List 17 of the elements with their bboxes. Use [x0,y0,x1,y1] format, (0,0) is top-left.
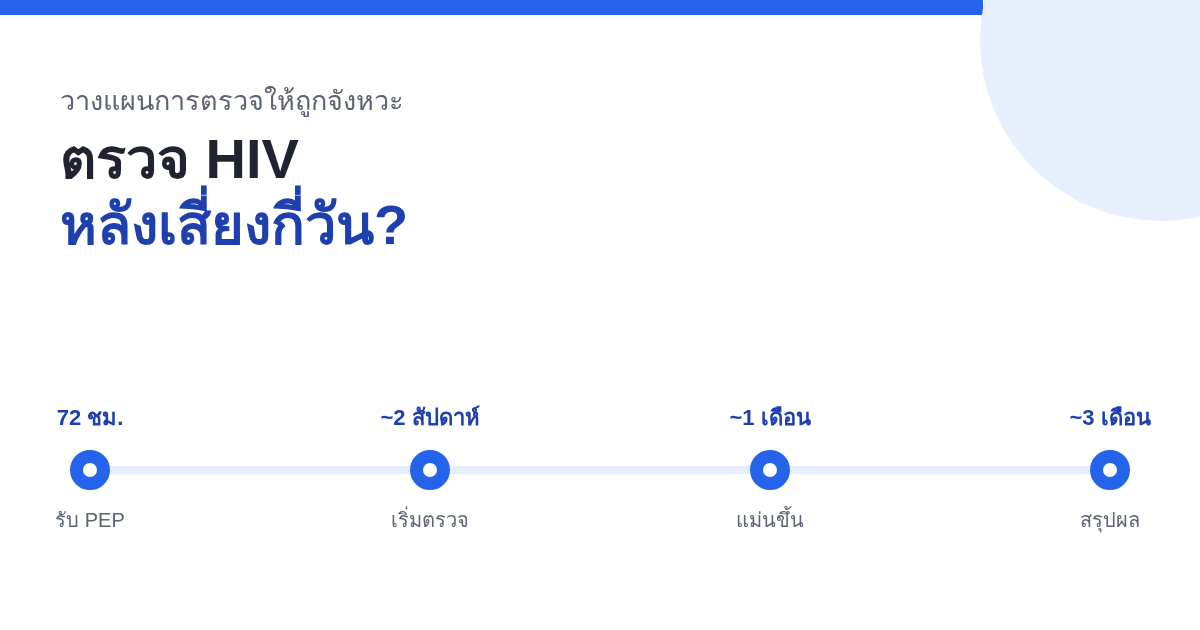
duration-label: ~1 เดือน [729,404,811,432]
duration-label: 72 ชม. [56,404,124,432]
step-label: เริ่มตรวจ [391,507,469,533]
step-label: รับ PEP [55,508,125,533]
ring-marker [410,450,450,490]
ring-marker [750,450,790,490]
duration-label: ~2 สัปดาห์ [380,404,480,432]
step-label: แม่นขึ้น [736,507,804,533]
ring-marker [70,450,110,490]
ring-marker [1090,450,1130,490]
timeline-track [110,466,410,474]
timeline-track [450,466,750,474]
duration-label: ~3 เดือน [1069,404,1151,432]
timeline-track [790,466,1090,474]
step-label: สรุปผล [1080,508,1140,533]
subtitle: วางแผนการตรวจให้ถูกจังหวะ [60,85,404,118]
title: ตรวจ HIV หลังเสี่ยงกี่วัน? [60,126,409,258]
